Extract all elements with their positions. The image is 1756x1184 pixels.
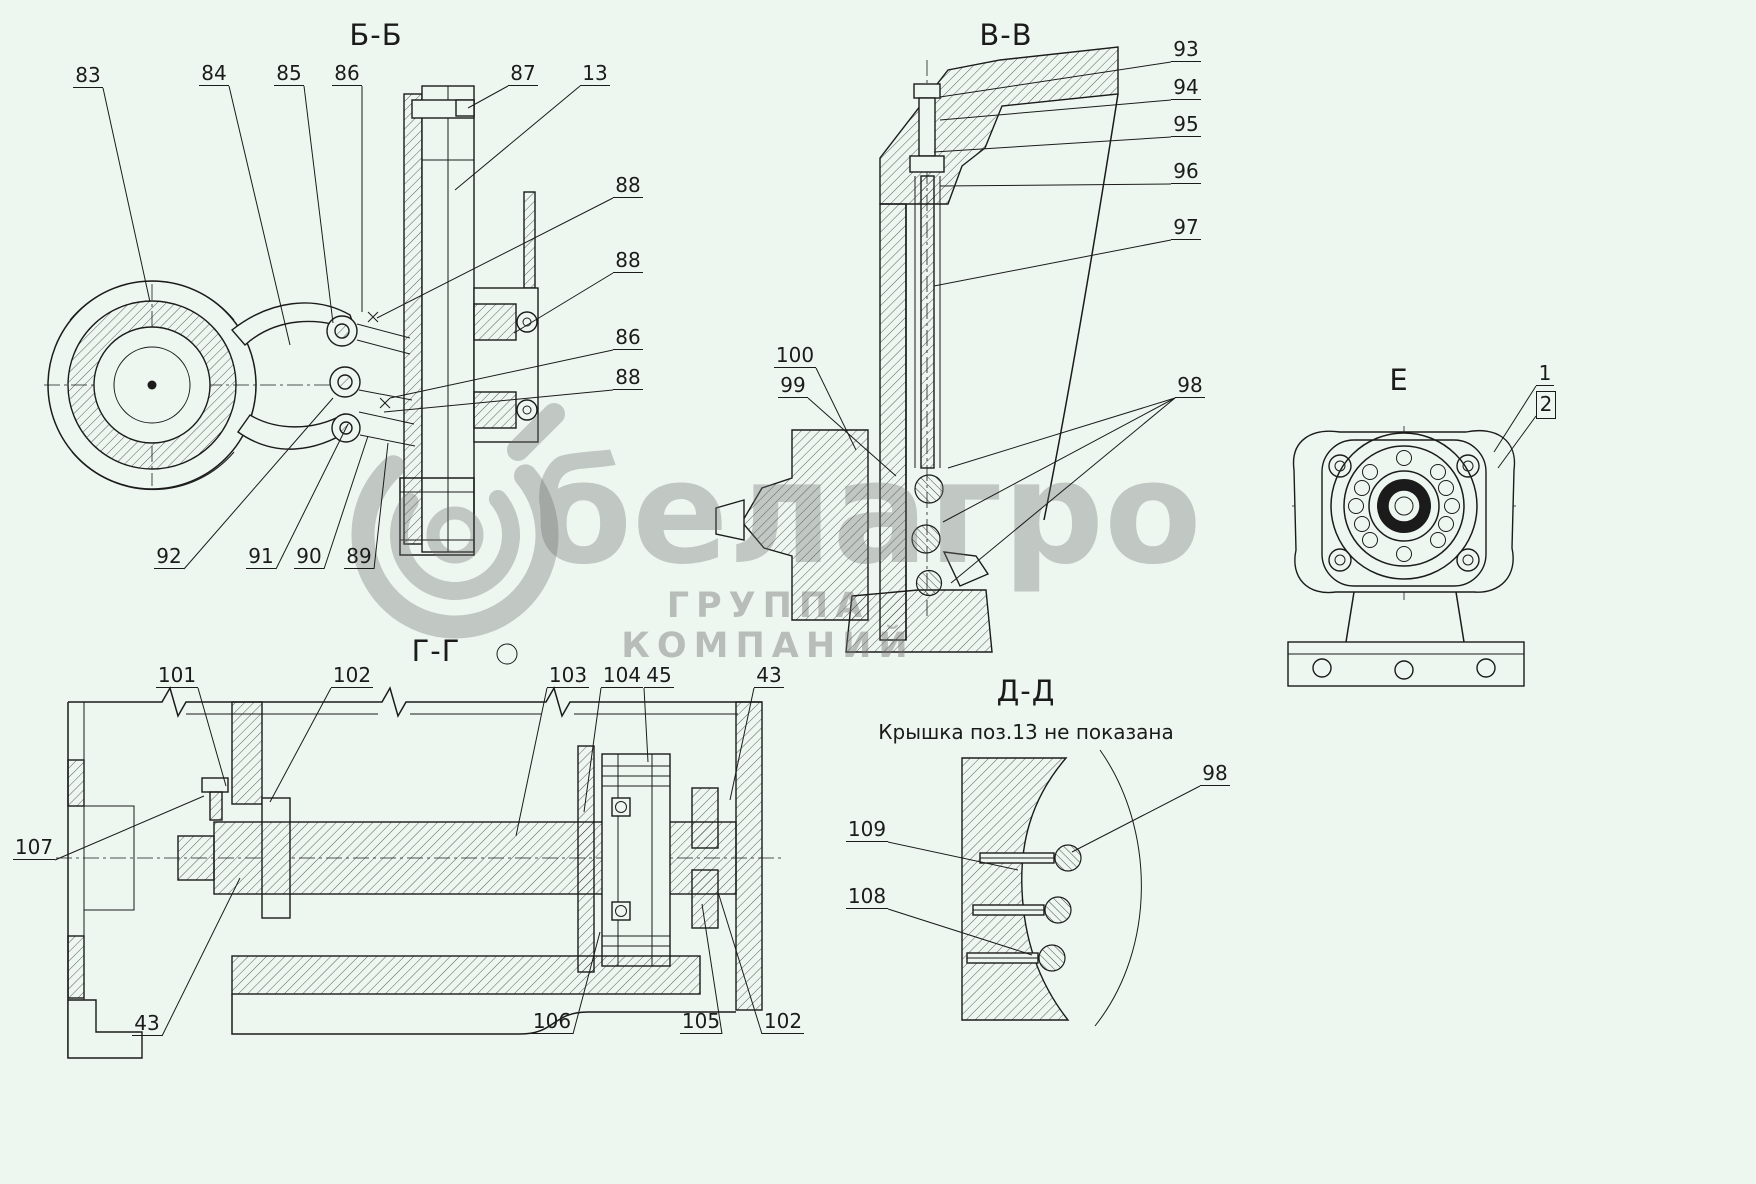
callout-bb-86: 86 — [332, 61, 362, 86]
callout-vv-99: 99 — [778, 373, 808, 398]
callout-vv-94: 94 — [1171, 75, 1201, 100]
section-title-e: Е — [1389, 363, 1409, 397]
callout-bb-88: 88 — [613, 365, 643, 390]
callout-gg-102: 102 — [762, 1009, 804, 1034]
callout-dd-108: 108 — [846, 884, 888, 909]
callout-vv-97: 97 — [1171, 215, 1201, 240]
callout-gg-102: 102 — [331, 663, 373, 688]
callout-dd-109: 109 — [846, 817, 888, 842]
callout-bb-85: 85 — [274, 61, 304, 86]
callout-bb-86: 86 — [613, 325, 643, 350]
callout-bb-88: 88 — [613, 248, 643, 273]
callout-dd-98: 98 — [1200, 761, 1230, 786]
note-dd-note: Крышка поз.13 не показана — [878, 720, 1174, 744]
section-title-vv: В-В — [979, 18, 1033, 52]
callout-vv-95: 95 — [1171, 112, 1201, 137]
callout-gg-103: 103 — [547, 663, 589, 688]
callout-gg-45: 45 — [644, 663, 674, 688]
callout-gg-43: 43 — [754, 663, 784, 688]
callout-bb-88: 88 — [613, 173, 643, 198]
section-title-gg: Г-Г — [411, 634, 461, 668]
callout-bb-13: 13 — [580, 61, 610, 86]
callout-bb-90: 90 — [294, 544, 324, 569]
callout-gg-106: 106 — [531, 1009, 573, 1034]
section-dd-drawing — [961, 749, 1142, 1027]
section-title-dd: Д-Д — [996, 674, 1056, 708]
section-bb-drawing — [44, 85, 539, 665]
callout-vv-98: 98 — [1175, 373, 1205, 398]
callout-gg-43: 43 — [132, 1011, 162, 1036]
callout-bb-83: 83 — [73, 63, 103, 88]
callout-gg-105: 105 — [680, 1009, 722, 1034]
callout-e-1: 1 — [1536, 361, 1554, 386]
view-e-drawing — [1287, 426, 1525, 687]
callout-gg-104: 104 — [601, 663, 643, 688]
section-gg-drawing — [56, 686, 784, 1059]
callout-bb-87: 87 — [508, 61, 538, 86]
callout-vv-93: 93 — [1171, 37, 1201, 62]
callout-vv-96: 96 — [1171, 159, 1201, 184]
callout-gg-101: 101 — [156, 663, 198, 688]
callout-e-2: 2 — [1536, 391, 1556, 419]
callout-bb-89: 89 — [344, 544, 374, 569]
callout-bb-84: 84 — [199, 61, 229, 86]
callout-bb-92: 92 — [154, 544, 184, 569]
callout-gg-107: 107 — [13, 835, 55, 860]
callout-bb-91: 91 — [246, 544, 276, 569]
callout-vv-100: 100 — [774, 343, 816, 368]
section-title-bb: Б-Б — [349, 18, 403, 52]
